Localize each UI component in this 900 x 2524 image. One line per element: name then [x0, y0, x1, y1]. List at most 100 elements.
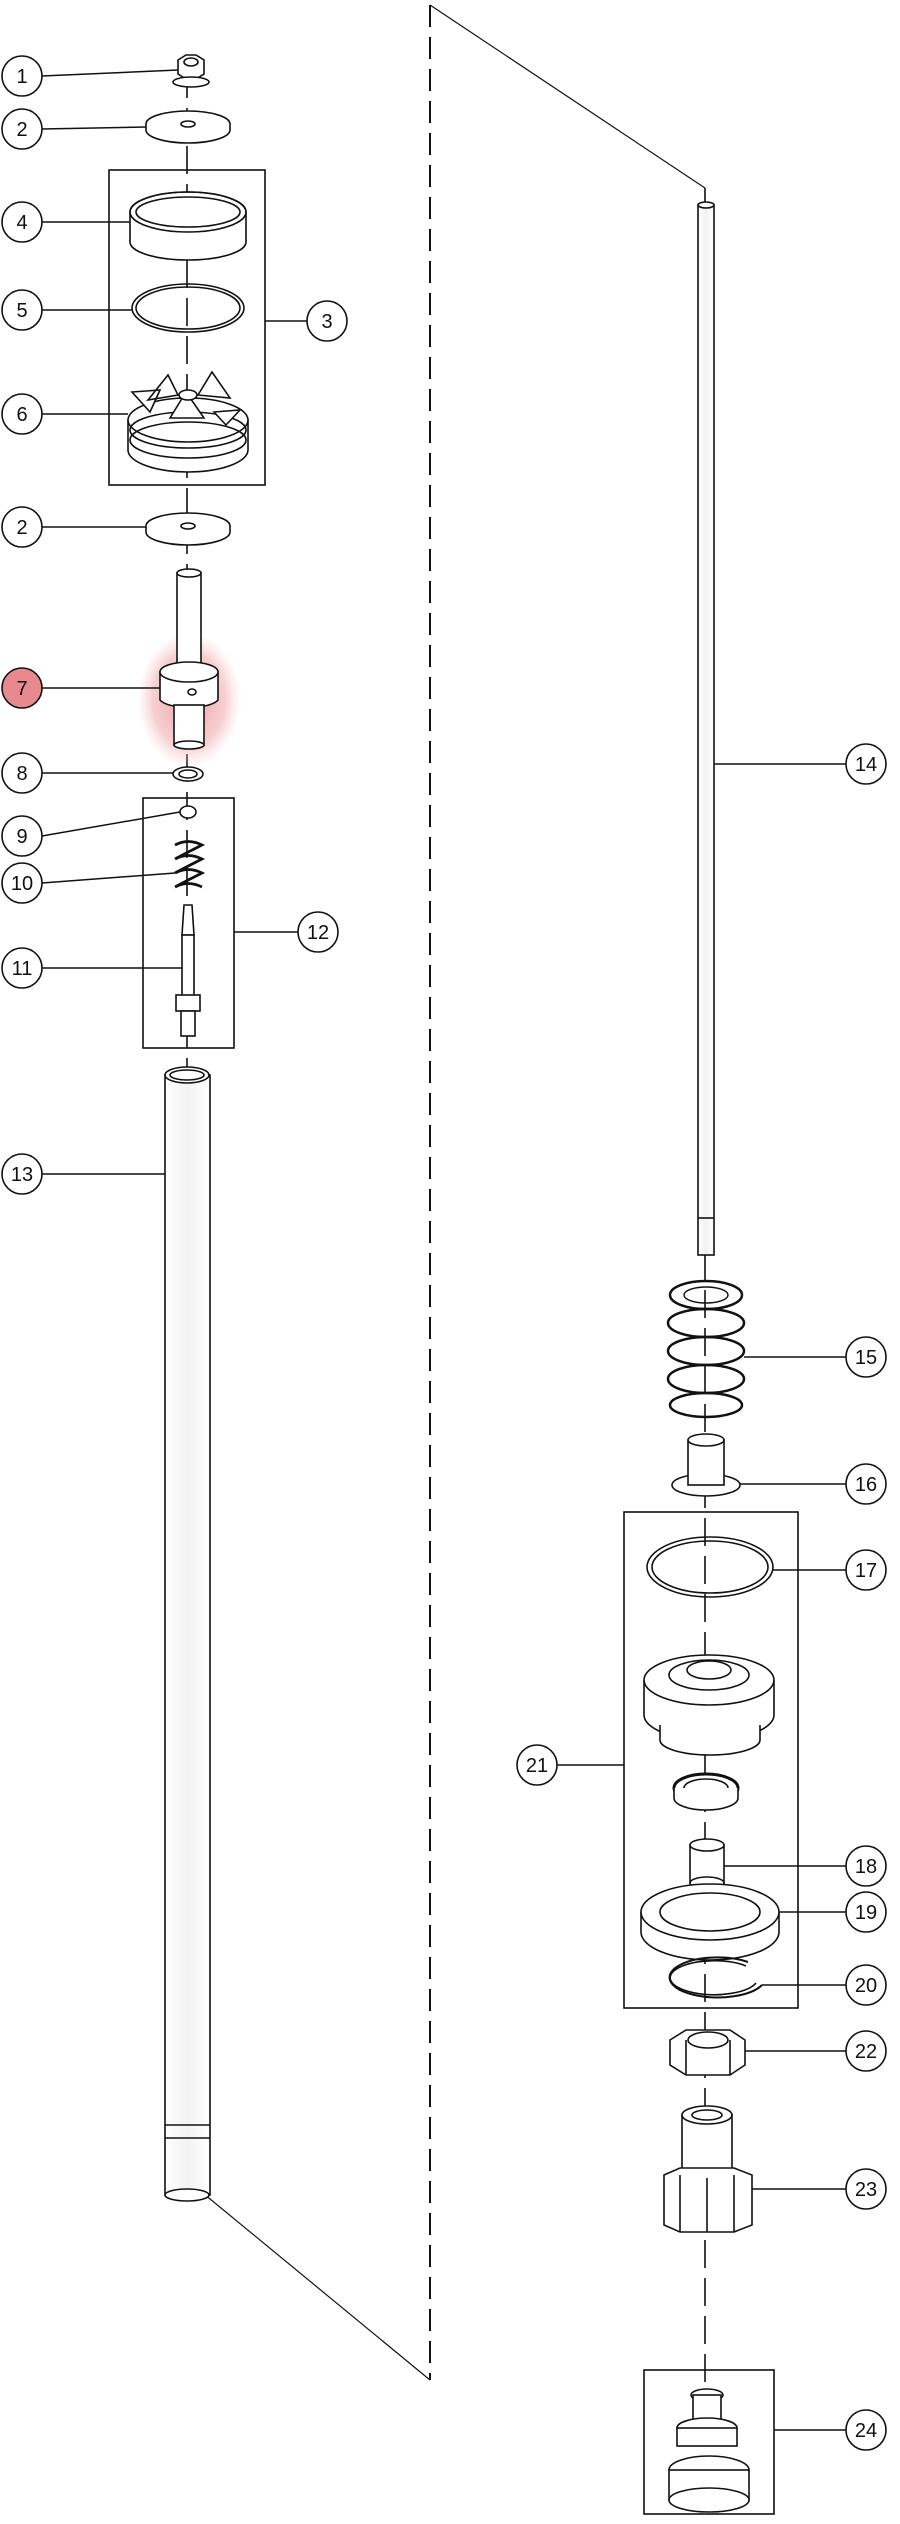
part-2-washer-top — [145, 110, 231, 144]
part-21-seal-ring — [672, 1772, 740, 1811]
callout-circle — [1, 393, 43, 435]
callout-number: 14 — [855, 754, 877, 776]
callout-circle — [1, 752, 43, 794]
part-17-o-ring — [646, 1536, 774, 1598]
callout-number: 13 — [11, 1164, 33, 1186]
callout-number: 3 — [321, 311, 332, 333]
part-19-large-ring — [640, 1883, 780, 1961]
callout-number: 2 — [16, 517, 27, 539]
part-13-long-tube — [164, 1066, 211, 2202]
parts-left — [127, 54, 249, 2202]
callout-number: 11 — [12, 958, 33, 980]
part-4-ring — [129, 191, 247, 261]
callout-circle — [1, 55, 43, 97]
callout-circle — [306, 300, 348, 342]
callout-number: 19 — [855, 1902, 877, 1924]
part-14-pump-rod — [697, 201, 715, 1256]
callout-number: 6 — [16, 404, 27, 426]
callout-number: 16 — [855, 1474, 877, 1496]
callout-11: 11 — [1, 947, 43, 989]
callout-2: 2 — [1, 506, 43, 548]
perspective-line-top — [429, 4, 706, 189]
part-9-ball — [179, 805, 197, 819]
callout-number: 15 — [855, 1347, 877, 1369]
callout-18: 18 — [845, 1845, 887, 1887]
part-16-bushing — [671, 1433, 741, 1497]
group-box-3 — [108, 169, 266, 486]
callout-4: 4 — [1, 201, 43, 243]
callout-number: 5 — [16, 300, 27, 322]
parts-right — [640, 201, 780, 2513]
callout-circle — [845, 1845, 887, 1887]
part-1-bolt — [172, 54, 210, 88]
callout-1: 1 — [1, 55, 43, 97]
callout-circle — [1, 815, 43, 857]
callout-number: 7 — [16, 678, 27, 700]
callout-2: 2 — [1, 108, 43, 150]
callout-circle — [845, 1549, 887, 1591]
part-6-impeller — [127, 370, 249, 473]
part-11-valve-stem — [175, 904, 201, 1037]
callout-circle — [1, 201, 43, 243]
callout-circle — [845, 743, 887, 785]
callout-circle — [297, 911, 339, 953]
callout-5: 5 — [1, 289, 43, 331]
callout-20: 20 — [845, 1964, 887, 2006]
callout-number: 20 — [855, 1975, 877, 1997]
callout-number: 23 — [855, 2179, 877, 2201]
callout-19: 19 — [845, 1891, 887, 1933]
callout-circle — [845, 1336, 887, 1378]
callout-circle — [1, 289, 43, 331]
callout-circle — [1, 667, 43, 709]
callout-circle — [845, 1891, 887, 1933]
callout-number: 24 — [855, 2420, 877, 2442]
callout-number: 8 — [16, 763, 27, 785]
callout-number: 1 — [16, 66, 27, 88]
part-24-foot-valve — [668, 2388, 750, 2513]
part-8-small-washer — [172, 766, 204, 782]
callout-circle — [845, 1964, 887, 2006]
callout-8: 8 — [1, 752, 43, 794]
group-box-12 — [142, 797, 235, 1049]
part-5-o-ring — [131, 283, 245, 333]
callout-21: 21 — [516, 1744, 558, 1786]
callout-number: 12 — [307, 922, 329, 944]
callout-9: 9 — [1, 815, 43, 857]
callout-16: 16 — [845, 1463, 887, 1505]
callout-15: 15 — [845, 1336, 887, 1378]
group-box-24 — [643, 2369, 775, 2515]
part-20-snap-ring — [668, 1956, 763, 1999]
callout-circle — [1, 947, 43, 989]
callout-3: 3 — [306, 300, 348, 342]
callout-number: 21 — [526, 1755, 548, 1777]
callout-circle — [845, 1463, 887, 1505]
part-23-coupling — [663, 2105, 753, 2233]
callout-14: 14 — [845, 743, 887, 785]
perspective-line-bottom — [186, 2179, 431, 2381]
callout-number: 2 — [16, 119, 27, 141]
callout-circle — [1, 108, 43, 150]
callout-number: 10 — [11, 873, 33, 895]
callout-circle — [1, 506, 43, 548]
part-10-spring — [174, 840, 206, 889]
callout-10: 10 — [1, 862, 43, 904]
callout-circle — [845, 2168, 887, 2210]
callout-circle — [1, 862, 43, 904]
callout-number: 9 — [16, 826, 27, 848]
callout-number: 22 — [855, 2041, 877, 2063]
callout-22: 22 — [845, 2030, 887, 2072]
part-7-valve-body — [159, 568, 219, 750]
callout-circle — [845, 2030, 887, 2072]
callout-24: 24 — [845, 2409, 887, 2451]
callout-12: 12 — [297, 911, 339, 953]
part-2-washer-bottom — [145, 512, 231, 546]
callout-circle — [516, 1744, 558, 1786]
part-21-seal-housing — [643, 1654, 775, 1756]
group-boxes — [108, 169, 799, 2515]
callout-number: 17 — [855, 1560, 877, 1582]
group-box-21 — [623, 1511, 799, 2009]
part-22-nut — [669, 2029, 746, 2076]
